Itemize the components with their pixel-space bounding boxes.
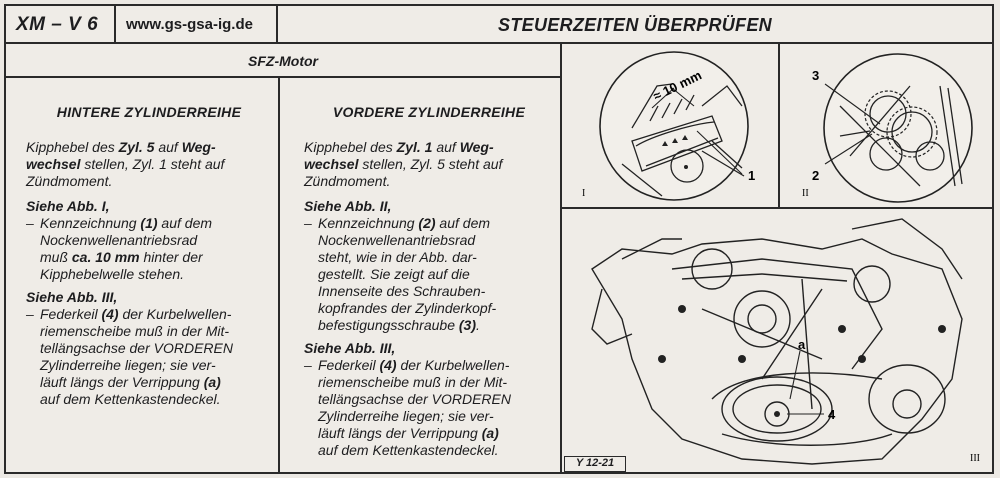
rear-bank-intro: Kipphebel des Zyl. 5 auf Weg- wechsel st… (26, 139, 225, 189)
front-bank-see-fig2: Siehe Abb. II, (304, 198, 392, 214)
figure-2-callout-2: 2 (812, 168, 819, 183)
header-bar: XM – V 6 www.gs-gsa-ig.de STEUERZEITEN Ü… (6, 6, 992, 44)
rear-bank-step-1: –Kennzeichnung (1) auf dem Nockenwellena… (26, 215, 213, 282)
website-label: www.gs-gsa-ig.de (116, 6, 278, 42)
page-title: STEUERZEITEN ÜBERPRÜFEN (498, 15, 772, 35)
text-figure-divider (560, 44, 562, 472)
front-bank-heading: VORDERE ZYLINDERREIHE (332, 104, 526, 120)
figure-2-callout-3: 3 (812, 68, 819, 83)
figure-1-drawing: ≈ 10 mm 1 I (582, 51, 755, 201)
front-bank-step-1: –Kennzeichnung (2) auf dem Nockenwellena… (304, 215, 497, 333)
front-bank-intro: Kipphebel des Zyl. 1 auf Weg- wechsel st… (304, 139, 503, 189)
figure-3-drawing: a 4 III (591, 218, 980, 465)
figure-1-camshaft-mark: ≈ 10 mm 1 I (562, 46, 778, 207)
front-bank-step-2: –Federkeil (4) der Kurbelwellen- riemens… (304, 357, 511, 458)
figure-2-drawing: 3 2 II (802, 53, 973, 203)
front-bank-column: VORDERE ZYLINDERREIHE Kipphebel des Zyl.… (304, 78, 554, 459)
figure-3-callout-4: 4 (828, 407, 836, 422)
figure-3-callout-a: a (798, 337, 806, 352)
figure-3-roman: III (970, 453, 980, 464)
rear-bank-step-2: –Federkeil (4) der Kurbelwellen- riemens… (26, 306, 233, 407)
engine-label: SFZ-Motor (6, 44, 560, 78)
figure-3-engine-front: a 4 III (562, 209, 992, 472)
figure-2-roman: II (802, 188, 809, 199)
front-bank-see-fig3: Siehe Abb. III, (304, 340, 396, 356)
rear-bank-column: HINTERE ZYLINDERREIHE Kipphebel des Zyl.… (26, 78, 272, 408)
column-divider (278, 78, 280, 472)
figure-1-roman: I (582, 188, 585, 199)
rear-bank-heading: HINTERE ZYLINDERREIHE (56, 104, 242, 120)
figure-2-camshaft-mark: 3 2 II (780, 46, 992, 207)
document-sheet: XM – V 6 www.gs-gsa-ig.de STEUERZEITEN Ü… (4, 4, 994, 474)
figure-reference: Y 12-21 (564, 456, 626, 472)
figure-divider-top (778, 44, 780, 208)
rear-bank-see-fig1: Siehe Abb. I, (26, 198, 110, 214)
figure-divider-horizontal (560, 207, 992, 209)
figure-1-callout-1: 1 (748, 168, 755, 183)
model-label: XM – V 6 (6, 6, 116, 42)
rear-bank-see-fig3: Siehe Abb. III, (26, 289, 118, 305)
